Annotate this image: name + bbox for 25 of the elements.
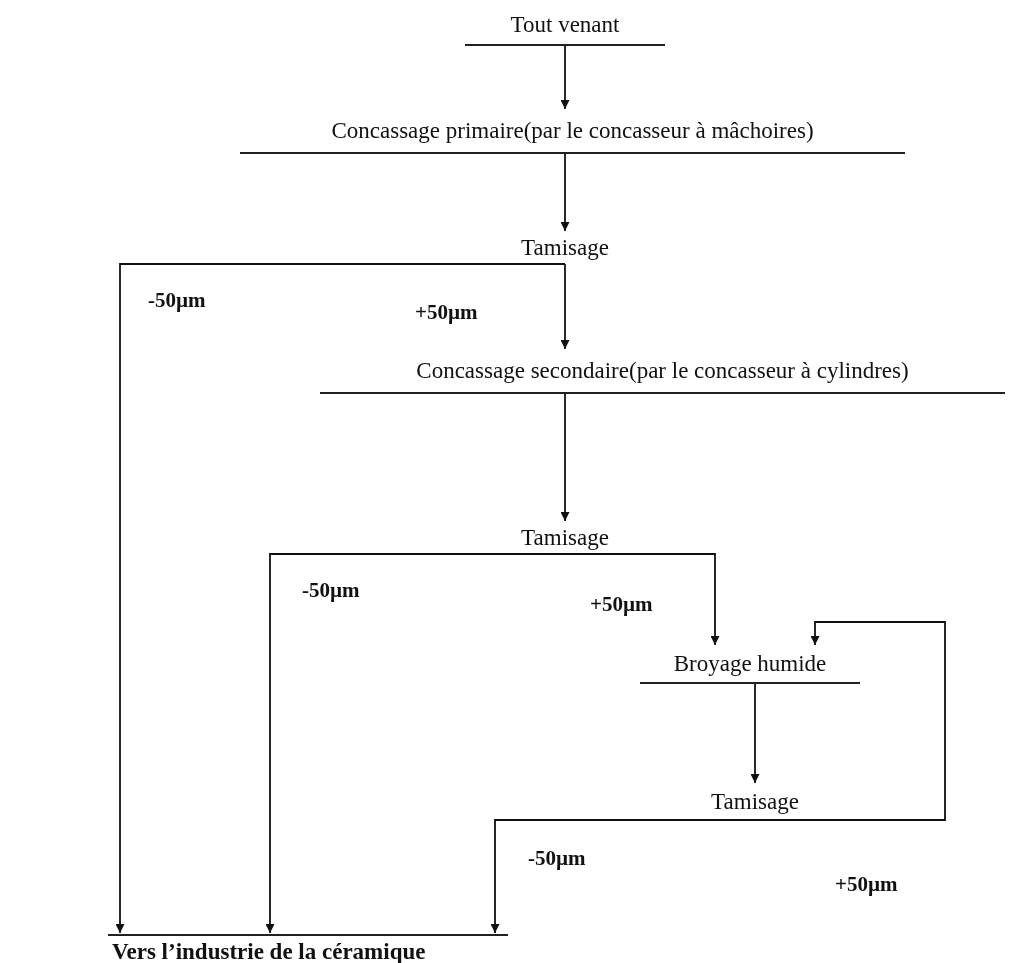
- arrow: [754, 621, 946, 821]
- process-step: [108, 934, 508, 963]
- arrow: [560, 153, 570, 232]
- arrow: [115, 263, 566, 934]
- step-text: Broyage humide: [673, 651, 827, 677]
- step-text: Vers l’industrie de la céramique: [112, 939, 426, 963]
- arrow: [560, 45, 570, 110]
- arrow: [750, 683, 760, 784]
- step-text: Concassage secondaire(par le concasseur à cylindres): [416, 358, 909, 384]
- edge-label: -50µm: [302, 578, 360, 603]
- step-text: Tout venant: [510, 12, 620, 38]
- edge-label: +50µm: [835, 872, 898, 897]
- arrow: [560, 263, 570, 350]
- arrow: [564, 553, 720, 646]
- step-text: Concassage primaire(par le concasseur à mâchoires): [331, 118, 814, 144]
- edge-label: +50µm: [415, 300, 478, 325]
- edge-label: +50µm: [590, 592, 653, 617]
- arrow: [490, 819, 756, 934]
- edge-label: -50µm: [528, 846, 586, 871]
- step-text: Tamisage: [521, 525, 609, 551]
- arrow: [560, 393, 570, 522]
- step-text: Tamisage: [711, 789, 799, 815]
- edge-label: -50µm: [148, 288, 206, 313]
- step-text: Tamisage: [521, 235, 609, 261]
- arrow: [265, 553, 566, 934]
